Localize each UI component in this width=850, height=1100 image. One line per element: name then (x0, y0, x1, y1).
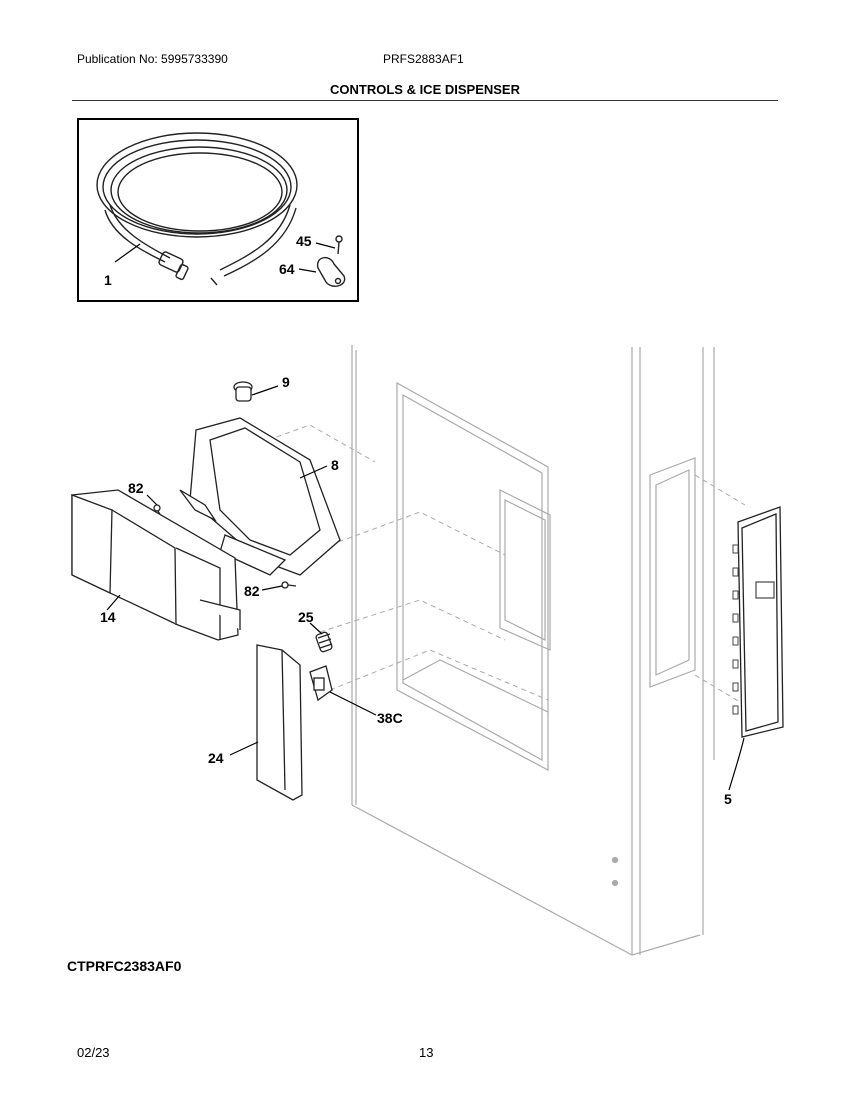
clamp-drawing (316, 257, 346, 287)
leader-lines (106, 385, 745, 791)
page-number: 13 (419, 1045, 434, 1060)
screw-drawing-top (335, 235, 343, 255)
model-number: PRFS2883AF1 (383, 52, 464, 66)
callout-label: 1 (104, 272, 112, 288)
callout-label: 45 (296, 233, 312, 249)
control-board-drawing (732, 506, 784, 738)
screw-drawing-lower (281, 581, 297, 589)
publication-number: Publication No: 5995733390 (77, 52, 228, 66)
callout-label: 8 (331, 457, 339, 473)
paddle-drawing (256, 644, 303, 801)
callout-label: 14 (100, 609, 116, 625)
callout-label: 24 (208, 750, 224, 766)
page-title: CONTROLS & ICE DISPENSER (330, 82, 520, 97)
water-tubing-drawing (96, 132, 298, 286)
callout-label: 82 (128, 480, 144, 496)
spring-drawing (315, 631, 333, 653)
callout-label: 82 (244, 583, 260, 599)
callout-label: 5 (724, 791, 732, 807)
callout-label: 9 (282, 374, 290, 390)
callout-label: 64 (279, 261, 295, 277)
diagram-code: CTPRFC2383AF0 (67, 958, 182, 974)
switch-drawing (309, 665, 333, 702)
door-outline (351, 345, 715, 956)
actuator-drawing (233, 381, 253, 402)
dispenser-cover-drawing (71, 489, 241, 641)
footer-date: 02/23 (77, 1045, 110, 1060)
callout-label: 25 (298, 609, 314, 625)
inset-frame (77, 118, 359, 302)
header-rule (72, 100, 778, 101)
housing-drawing (179, 417, 341, 576)
assembly-guide-lines (267, 424, 746, 706)
callout-label: 38C (377, 710, 403, 726)
